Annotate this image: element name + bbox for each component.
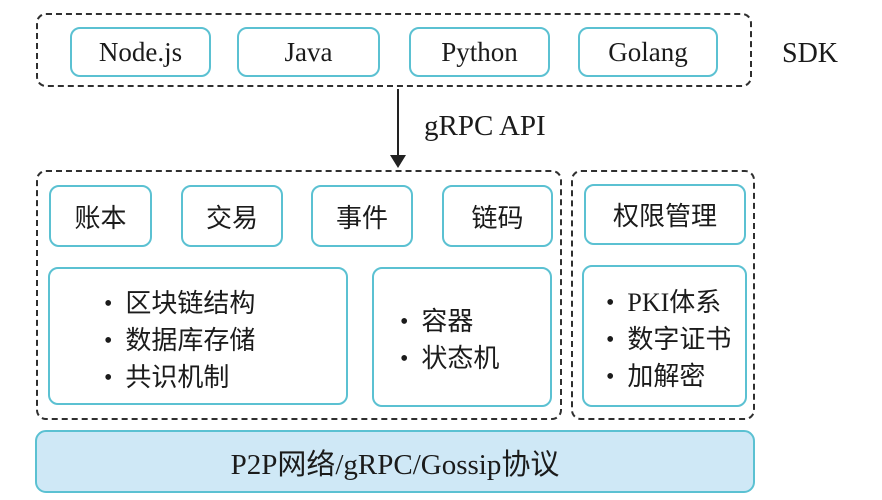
- permission-layer-container: [571, 170, 755, 420]
- list-item: 数字证书: [606, 322, 745, 359]
- ledger-feature-box: 区块链结构 数据库存储 共识机制: [48, 267, 348, 405]
- chaincode-feature-box: 容器 状态机: [372, 267, 552, 407]
- sdk-layer-container: [36, 13, 752, 87]
- chaincode-feature-list: 容器 状态机: [374, 269, 550, 378]
- module-box-transaction: 交易: [181, 185, 283, 247]
- core-layer-container: [36, 170, 562, 420]
- sdk-box-nodejs: Node.js: [70, 27, 211, 77]
- sdk-layer-label: SDK: [782, 38, 839, 69]
- network-layer-label: P2P网络/gRPC/Gossip协议: [230, 448, 560, 481]
- module-box-chaincode: 链码: [442, 185, 553, 247]
- module-box-ledger: 账本: [49, 185, 152, 247]
- pki-feature-list: PKI体系 数字证书 加解密: [584, 267, 745, 396]
- pki-feature-box: PKI体系 数字证书 加解密: [582, 265, 747, 407]
- list-item: 状态机: [400, 341, 550, 378]
- list-item: 数据库存储: [104, 323, 346, 360]
- ledger-feature-list: 区块链结构 数据库存储 共识机制: [50, 269, 346, 397]
- grpc-arrow-line: [397, 89, 399, 157]
- list-item: 共识机制: [104, 360, 346, 397]
- sdk-box-java: Java: [237, 27, 380, 77]
- sdk-box-golang: Golang: [578, 27, 718, 77]
- grpc-arrow-head-icon: [390, 155, 406, 168]
- list-item: 加解密: [606, 359, 745, 396]
- network-layer-bar: P2P网络/gRPC/Gossip协议: [35, 430, 755, 493]
- grpc-api-label: gRPC API: [424, 110, 546, 142]
- list-item: PKI体系: [606, 285, 745, 322]
- sdk-box-python: Python: [409, 27, 550, 77]
- list-item: 区块链结构: [104, 286, 346, 323]
- permission-title-box: 权限管理: [584, 184, 746, 245]
- module-box-event: 事件: [311, 185, 413, 247]
- list-item: 容器: [400, 304, 550, 341]
